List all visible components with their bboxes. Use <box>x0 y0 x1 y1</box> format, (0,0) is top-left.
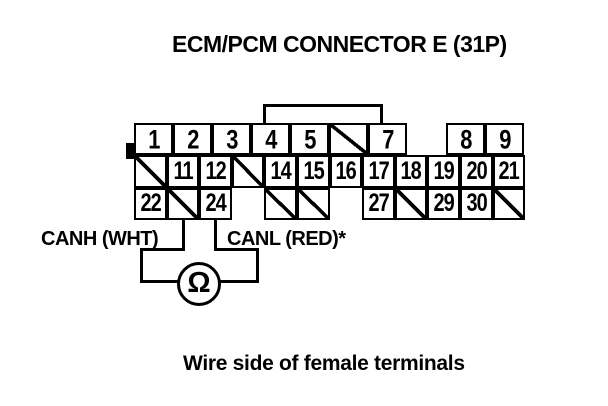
pin-cell-3: 3 <box>212 123 251 155</box>
unused-pin-cell <box>134 155 167 188</box>
pin-cell-18: 18 <box>394 155 428 188</box>
pin-number: 24 <box>205 189 226 217</box>
pin-number: 18 <box>400 157 422 185</box>
pin-number: 27 <box>368 189 389 217</box>
pin-cell-30: 30 <box>460 188 493 220</box>
pin-number: 17 <box>368 157 389 185</box>
pin-cell-17: 17 <box>362 155 395 188</box>
canl-label: CANL (RED)* <box>227 228 346 250</box>
pin-number: 14 <box>270 157 292 185</box>
pin-cell-12: 12 <box>199 155 232 188</box>
pin-number: 20 <box>466 157 487 185</box>
pin-cell-4: 4 <box>251 123 290 155</box>
meter-loop-left <box>140 248 185 283</box>
pin-cell-29: 29 <box>427 188 460 220</box>
diagram-caption: Wire side of female terminals <box>183 352 465 375</box>
pin-number: 16 <box>335 157 357 185</box>
pin-number: 11 <box>173 157 193 185</box>
pin-cell-19: 19 <box>427 155 460 188</box>
unused-pin-cell <box>231 155 265 188</box>
pin-cell-14: 14 <box>264 155 297 188</box>
pin-cell-27: 27 <box>362 188 395 220</box>
ohmmeter-circle: Ω <box>177 262 221 306</box>
pin-number: 30 <box>466 189 487 217</box>
pin-number: 22 <box>140 189 161 217</box>
pin-number: 15 <box>303 157 324 185</box>
pin-number: 19 <box>433 157 455 185</box>
pin-cell-15: 15 <box>297 155 330 188</box>
pin-number: 3 <box>225 123 238 154</box>
canh-wire-drop <box>182 218 185 251</box>
pin-cell-5: 5 <box>290 123 329 155</box>
unused-pin-cell <box>166 188 200 220</box>
unused-pin-cell <box>492 188 526 220</box>
pin-cell-24: 24 <box>199 188 232 220</box>
pin-cell-20: 20 <box>460 155 493 188</box>
pin-number: 12 <box>205 157 226 185</box>
pin-number: 8 <box>459 123 472 154</box>
jumper-bracket <box>263 104 383 124</box>
unused-pin-cell <box>394 188 428 220</box>
pin-number: 1 <box>147 123 160 154</box>
diagram-title: ECM/PCM CONNECTOR E (31P) <box>172 31 507 57</box>
unused-pin-cell <box>297 188 330 220</box>
unused-pin-cell <box>329 123 368 155</box>
connector-tab <box>126 143 134 159</box>
pin-number: 9 <box>498 123 511 154</box>
pin-number: 5 <box>303 123 316 154</box>
ohmmeter-icon: Ω <box>187 266 211 299</box>
pin-number: 29 <box>433 189 455 217</box>
pin-cell-7: 7 <box>368 123 407 155</box>
pin-number: 7 <box>381 123 394 154</box>
pin-cell-1: 1 <box>134 123 173 155</box>
canh-label: CANH (WHT) <box>41 228 159 250</box>
meter-loop-right <box>214 248 259 283</box>
pin-cell-21: 21 <box>492 155 526 188</box>
pin-cell-8: 8 <box>446 123 485 155</box>
pin-cell-2: 2 <box>173 123 212 155</box>
pin-number: 2 <box>186 123 199 154</box>
pin-cell-16: 16 <box>329 155 363 188</box>
pin-cell-22: 22 <box>134 188 167 220</box>
pin-number: 21 <box>498 157 520 185</box>
pin-number: 4 <box>264 123 277 154</box>
pin-cell-11: 11 <box>166 155 200 188</box>
pin-cell-9: 9 <box>485 123 524 155</box>
canl-wire-drop <box>214 218 217 250</box>
unused-pin-cell <box>264 188 297 220</box>
